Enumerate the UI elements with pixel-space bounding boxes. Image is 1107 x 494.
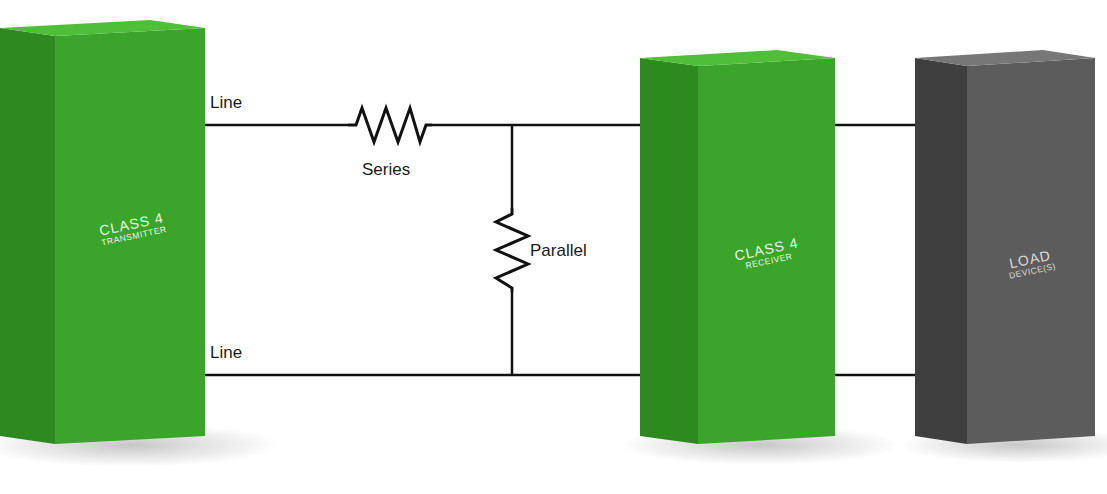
wire	[835, 125, 915, 126]
pillar-box: CLASS 4TRANSMITTER	[0, 16, 205, 444]
resistor-label: Series	[362, 160, 410, 180]
line-label: Line	[210, 93, 242, 113]
wire	[205, 375, 640, 376]
pillar-box: LOADDEVICE(S)	[915, 46, 1095, 444]
pillar-box: CLASS 4RECEIVER	[640, 46, 835, 444]
wire	[835, 375, 915, 376]
resistor-label: Parallel	[530, 241, 587, 261]
pillar-shape	[640, 46, 835, 444]
line-label: Line	[210, 343, 242, 363]
resistor-symbol	[348, 108, 432, 142]
resistor-symbol	[496, 125, 528, 375]
pillar-shape	[915, 46, 1095, 444]
